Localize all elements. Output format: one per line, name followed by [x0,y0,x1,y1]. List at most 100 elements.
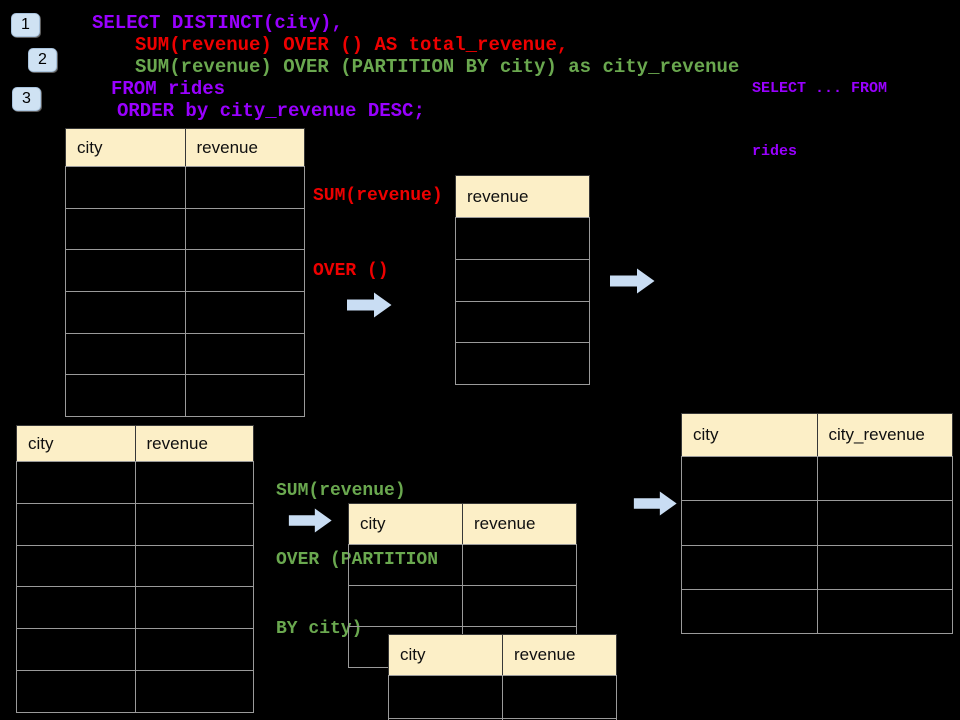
column-header-revenue: revenue [455,175,590,218]
table-partition-result: city city_revenue [681,413,953,634]
table-partition-input-2-header: city revenue [388,634,617,676]
table-source-bottom: city revenue [16,425,254,713]
table-cell-empty [184,291,305,334]
table-cell-empty [134,670,254,713]
table-source-top-body [65,166,305,418]
table-cell-empty [134,502,254,546]
table-total-result-body [455,217,590,385]
sql-line-partition-sum: SUM(revenue) OVER (PARTITION BY city) as… [135,56,740,78]
table-cell-empty [816,588,953,634]
table-row [65,249,305,293]
table-source-bottom-header: city revenue [16,425,254,462]
table-source-top: city revenue [65,128,305,418]
table-row [16,502,254,546]
table-cell-empty [681,500,818,546]
table-cell-empty [65,207,186,251]
annotation-partition-line-2: OVER (PARTITION [276,550,439,570]
table-partition-result-header: city city_revenue [681,413,953,457]
table-row [681,544,953,590]
sql-line-select: SELECT DISTINCT(city), [92,12,343,34]
table-cell-empty [184,166,305,209]
table-row [455,342,590,385]
table-partition-result-body [681,456,953,634]
side-note-line-2: rides [752,143,798,160]
table-cell-empty [16,544,136,588]
table-cell-empty [134,586,254,630]
column-header-revenue: revenue [502,634,617,676]
table-cell-empty [455,342,590,385]
column-header-city: city [16,425,136,462]
table-row [65,291,305,334]
table-row [455,258,590,302]
side-note-select-from-rides: SELECT ... FROM rides [752,36,887,204]
step-badge-1: 1 [11,13,40,37]
step-badge-1-label: 1 [21,16,30,33]
table-row [681,588,953,634]
annotation-total-revenue: SUM(revenue) OVER () [313,134,443,334]
table-partition-input-2: city revenue [388,634,617,720]
table-partition-input-2-body [388,675,617,720]
table-cell-empty [388,675,503,719]
table-row [348,544,577,586]
table-cell-empty [348,544,463,586]
table-cell-empty [184,374,305,418]
table-cell-empty [134,544,254,588]
column-header-revenue: revenue [134,425,254,462]
step-badge-2: 2 [28,48,57,72]
table-row [16,628,254,672]
table-row [16,670,254,713]
table-row [681,456,953,502]
table-cell-empty [462,585,577,627]
table-cell-empty [816,500,953,546]
sql-line-from: FROM rides [111,78,226,100]
table-row [388,718,617,720]
flow-arrow-4-icon [633,491,678,516]
annotation-partition-line-1: SUM(revenue) [276,481,406,501]
table-partition-input: city revenue [348,503,577,668]
table-row [455,217,590,260]
table-cell-empty [502,718,617,720]
table-cell-empty [134,628,254,672]
table-cell-empty [455,258,590,302]
table-cell-empty [184,207,305,251]
table-cell-empty [16,670,136,713]
table-cell-empty [16,461,136,504]
step-badge-2-label: 2 [38,51,47,68]
table-cell-empty [455,217,590,260]
table-row [455,300,590,344]
table-row [16,586,254,630]
column-header-city: city [681,413,818,457]
table-cell-empty [816,544,953,590]
table-cell-empty [184,249,305,293]
table-cell-empty [16,502,136,546]
table-total-result-header: revenue [455,175,590,218]
table-cell-empty [816,456,953,502]
sql-line-total-sum: SUM(revenue) OVER () AS total_revenue, [135,34,569,56]
table-row [65,207,305,251]
annotation-total-line-1: SUM(revenue) [313,186,443,206]
flow-arrow-1-icon [347,292,392,318]
table-row [388,675,617,719]
table-cell-empty [681,588,818,634]
column-header-revenue: revenue [462,503,577,545]
side-note-line-1: SELECT ... FROM [752,80,888,97]
annotation-total-line-2: OVER () [313,261,389,281]
table-partition-input-header: city revenue [348,503,577,545]
column-header-city-revenue: city_revenue [816,413,953,457]
flow-arrow-3-icon [288,508,333,533]
flow-arrow-2-icon [610,268,655,294]
table-row [65,166,305,209]
table-cell-empty [16,628,136,672]
sql-line-order-by: ORDER by city_revenue DESC; [117,100,425,122]
table-cell-empty [348,585,463,627]
step-badge-3-label: 3 [22,90,31,107]
table-cell-empty [16,586,136,630]
column-header-revenue: revenue [184,128,305,167]
table-cell-empty [65,166,186,209]
table-cell-empty [65,374,186,418]
table-source-top-header: city revenue [65,128,305,167]
table-row [681,500,953,546]
table-row [65,332,305,376]
table-cell-empty [455,300,590,344]
step-badge-3: 3 [12,87,41,111]
